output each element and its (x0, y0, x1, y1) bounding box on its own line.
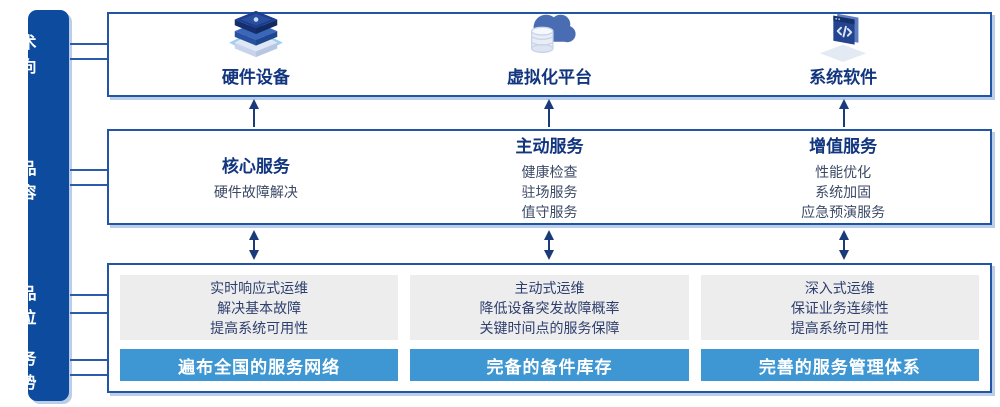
server-stack-icon (225, 6, 287, 62)
tech-direction-panel: 硬件设备 (107, 10, 992, 97)
code-window-icon (812, 6, 874, 62)
sidebar-label-product-content: 产品 内容 (3, 161, 38, 202)
connector-line (70, 43, 107, 45)
product-positioning-panel: 实时响应式运维 解决基本故障 提高系统可用性 遍布全国的服务网络 主动式运维 降… (107, 263, 992, 393)
advantage-bar: 完备的备件库存 (410, 349, 689, 381)
positioning-col-realtime: 实时响应式运维 解决基本故障 提高系统可用性 遍布全国的服务网络 (120, 275, 399, 381)
connector-line (70, 184, 107, 186)
up-arrow (544, 99, 554, 127)
connector-line (70, 169, 107, 171)
double-arrow (544, 230, 554, 260)
service-title: 核心服务 (221, 157, 290, 176)
connector-line (70, 58, 107, 60)
sidebar-label-service-advantage: 服务 优势 (3, 351, 38, 392)
positioning-col-deep: 深入式运维 保证业务连续性 提高系统可用性 完善的服务管理体系 (700, 275, 979, 381)
positioning-card: 主动式运维 降低设备突发故障概率 关键时间点的服务保障 (410, 275, 689, 340)
tech-col-system-software: 系统软件 (696, 13, 990, 95)
sidebar-label-tech-direction: 技术 方向 (3, 35, 38, 76)
service-title: 增值服务 (809, 137, 878, 156)
tech-label: 虚拟化平台 (507, 68, 592, 87)
up-arrow (249, 99, 259, 127)
up-arrow (839, 99, 849, 127)
advantage-bar: 完善的服务管理体系 (700, 349, 979, 381)
double-arrow (839, 230, 849, 260)
connector-line (70, 312, 107, 314)
positioning-col-proactive: 主动式运维 降低设备突发故障概率 关键时间点的服务保障 完备的备件库存 (410, 275, 689, 381)
cloud-database-icon (519, 6, 581, 62)
tech-label: 硬件设备 (221, 68, 290, 87)
connector-line (70, 359, 107, 361)
product-content-panel: 核心服务 硬件故障解决 主动服务 健康检查 驻场服务 值守服务 增值服务 性能优… (107, 129, 992, 225)
tech-label: 系统软件 (809, 68, 878, 87)
category-sidebar (28, 10, 69, 401)
connector-line (70, 374, 107, 376)
positioning-card: 实时响应式运维 解决基本故障 提高系统可用性 (120, 275, 399, 340)
service-col-proactive: 主动服务 健康检查 驻场服务 值守服务 (403, 131, 697, 223)
service-col-value-added: 增值服务 性能优化 系统加固 应急预演服务 (696, 131, 990, 223)
service-title: 主动服务 (515, 137, 584, 156)
tech-col-hardware: 硬件设备 (109, 10, 403, 95)
sidebar-label-product-positioning: 产品 定位 (3, 286, 38, 327)
tech-col-virtualization: 虚拟化平台 (403, 14, 697, 95)
positioning-card: 深入式运维 保证业务连续性 提高系统可用性 (700, 275, 979, 340)
double-arrow (249, 230, 259, 260)
advantage-bar: 遍布全国的服务网络 (120, 349, 399, 381)
service-col-core: 核心服务 硬件故障解决 (109, 131, 403, 223)
connector-line (70, 294, 107, 296)
